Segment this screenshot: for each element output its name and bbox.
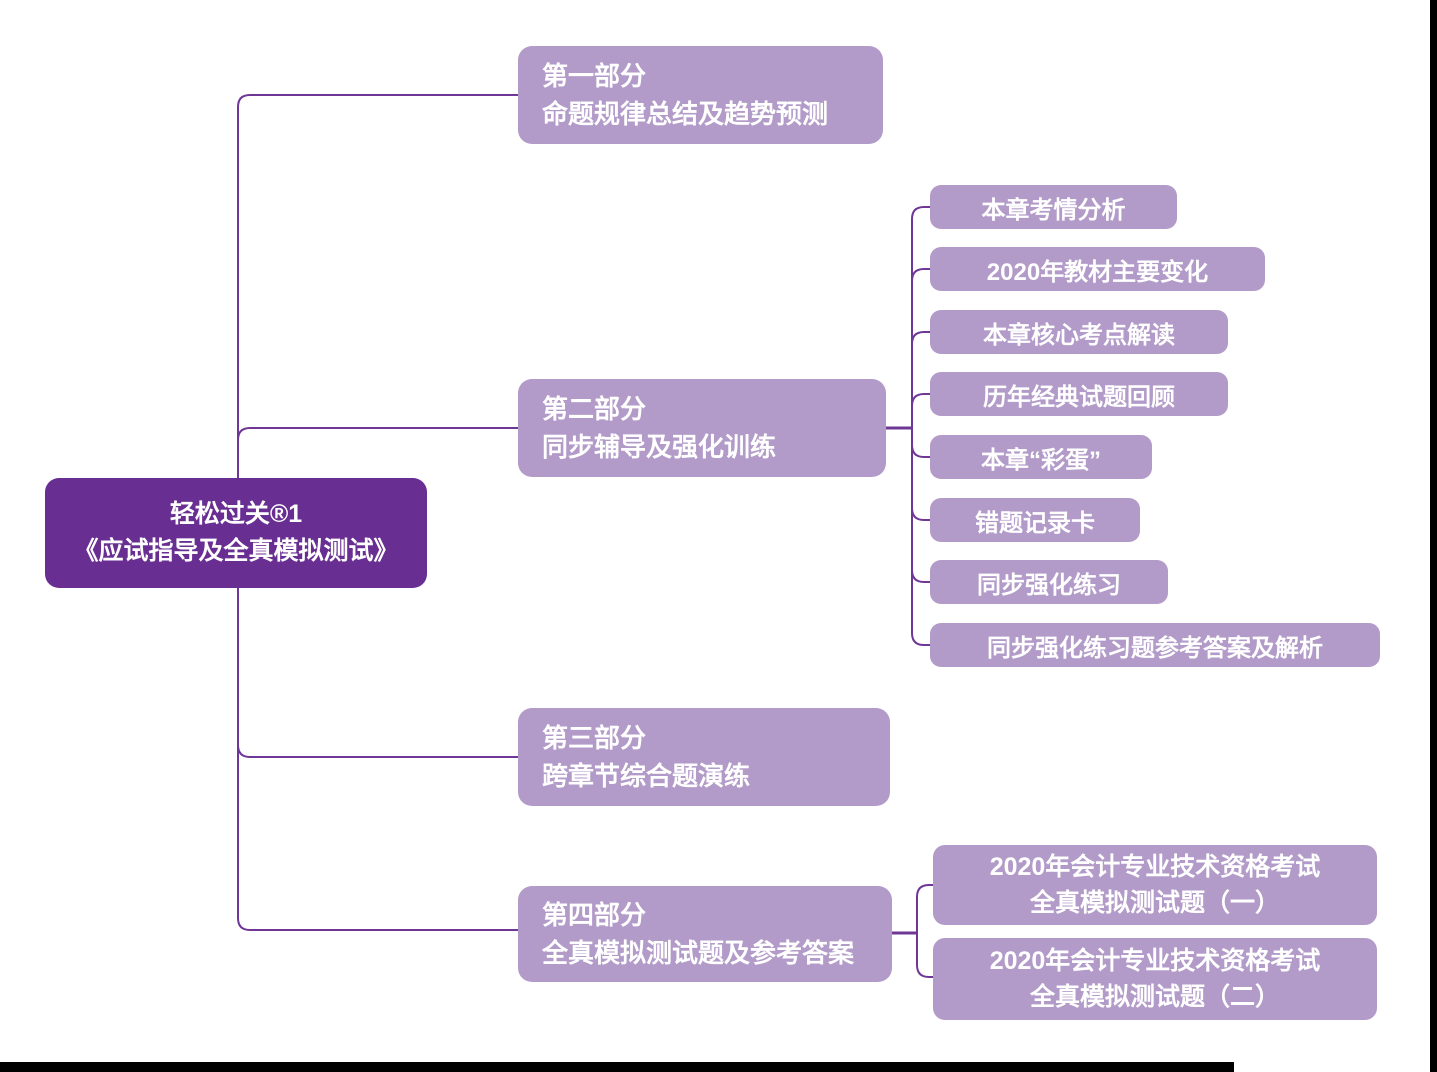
leaf-mock-test-2: 2020年会计专业技术资格考试 全真模拟测试题（二）	[933, 938, 1377, 1020]
leaf-mistake-card-label: 错题记录卡	[975, 509, 1095, 537]
leaf-practice-answers: 同步强化练习题参考答案及解析	[930, 623, 1380, 667]
right-black-bar	[1430, 0, 1437, 1072]
connector-part2-child-5	[911, 428, 930, 458]
branch-part1-title: 第一部分	[542, 61, 647, 91]
branch-part4-title: 第四部分	[542, 900, 647, 930]
leaf-classic-questions-label: 历年经典试题回顾	[983, 383, 1175, 411]
leaf-mock-test-1-line2: 全真模拟测试题（一）	[1029, 889, 1280, 917]
connector-part2-child-6	[911, 428, 930, 521]
root-title-line1: 轻松过关®1	[169, 500, 303, 528]
connector-part2-child-2	[911, 268, 930, 428]
root-title-line2: 《应试指导及全真模拟测试》	[73, 537, 399, 565]
connector-part2-child-7	[911, 428, 930, 583]
leaf-textbook-changes-label: 2020年教材主要变化	[986, 258, 1209, 286]
branch-part1-subtitle: 命题规律总结及趋势预测	[542, 99, 829, 129]
branch-part1: 第一部分 命题规律总结及趋势预测	[518, 46, 883, 144]
leaf-exam-analysis: 本章考情分析	[930, 185, 1177, 229]
branch-part4: 第四部分 全真模拟测试题及参考答案	[518, 886, 892, 982]
branch-part3-subtitle: 跨章节综合题演练	[542, 761, 751, 791]
branch-part2-subtitle: 同步辅导及强化训练	[542, 432, 777, 462]
leaf-mock-test-1: 2020年会计专业技术资格考试 全真模拟测试题（一）	[933, 845, 1377, 925]
leaf-sync-practice-label: 同步强化练习	[977, 571, 1121, 599]
leaf-easter-egg: 本章“彩蛋”	[930, 435, 1152, 479]
branch-part3-title: 第三部分	[542, 723, 647, 753]
leaf-sync-practice: 同步强化练习	[930, 560, 1168, 604]
connector-branch-1	[237, 94, 518, 478]
branch-part2-title: 第二部分	[542, 394, 647, 424]
connector-part2-child-4	[911, 393, 930, 428]
connector-part2-child-1	[911, 206, 930, 428]
branch-part4-subtitle: 全真模拟测试题及参考答案	[542, 938, 855, 968]
connector-branch-3	[237, 588, 518, 758]
branch-part2: 第二部分 同步辅导及强化训练	[518, 379, 886, 477]
connector-branch-2	[237, 427, 518, 478]
connector-part4-child-1	[916, 884, 933, 933]
connector-branch-4	[237, 588, 518, 931]
branch-part3: 第三部分 跨章节综合题演练	[518, 708, 890, 806]
leaf-core-points: 本章核心考点解读	[930, 310, 1228, 354]
leaf-classic-questions: 历年经典试题回顾	[930, 372, 1228, 416]
leaf-mock-test-1-line1: 2020年会计专业技术资格考试	[989, 853, 1321, 881]
leaf-easter-egg-label: 本章“彩蛋”	[981, 446, 1101, 474]
leaf-exam-analysis-label: 本章考情分析	[981, 196, 1126, 224]
bottom-black-bar	[0, 1062, 1234, 1072]
connector-part2-child-3	[911, 331, 930, 428]
leaf-mock-test-2-line1: 2020年会计专业技术资格考试	[989, 947, 1321, 975]
leaf-practice-answers-label: 同步强化练习题参考答案及解析	[987, 634, 1323, 662]
leaf-textbook-changes: 2020年教材主要变化	[930, 247, 1265, 291]
connector-part4-child-2	[916, 933, 933, 978]
leaf-mistake-card: 错题记录卡	[930, 498, 1140, 542]
leaf-mock-test-2-line2: 全真模拟测试题（二）	[1029, 983, 1280, 1011]
connector-part2-child-8	[911, 428, 930, 646]
root-node: 轻松过关®1 《应试指导及全真模拟测试》	[45, 478, 427, 588]
leaf-core-points-label: 本章核心考点解读	[983, 321, 1175, 349]
